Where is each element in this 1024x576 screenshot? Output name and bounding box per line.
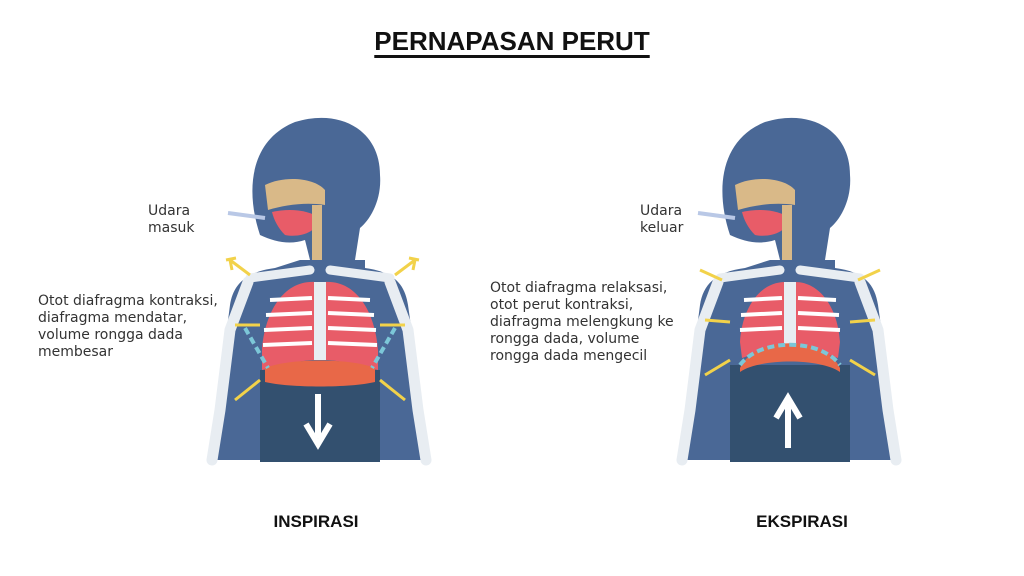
description-line: volume rongga dada <box>38 327 183 343</box>
air-in-arrow <box>227 211 266 220</box>
expiration-figure <box>660 110 920 470</box>
right-arm-bone <box>384 276 432 466</box>
mouth <box>742 210 790 236</box>
air-in-label-line: masuk <box>148 220 195 236</box>
down-arrow <box>303 394 333 450</box>
air-out-label-line: Udara <box>640 203 683 219</box>
description-line: membesar <box>38 344 114 360</box>
rib-cage <box>739 282 841 358</box>
diaphragm-muscle <box>243 327 397 369</box>
diaphragm-muscle <box>738 342 842 367</box>
mouth <box>272 210 320 236</box>
right-arm-bone <box>854 276 902 466</box>
description-line: diafragma mendatar, <box>38 310 188 326</box>
description-line: diafragma melengkung ke <box>490 314 674 330</box>
expiration-illustration <box>676 117 902 466</box>
clavicle <box>245 265 395 283</box>
sternum <box>784 282 796 352</box>
contraction-arrows <box>699 268 881 377</box>
inspiration-description: Otot diafragma kontraksi, diafragma mend… <box>38 293 218 361</box>
trachea <box>782 205 792 285</box>
diaphragm <box>265 360 375 387</box>
air-in-label-line: Udara <box>148 203 191 219</box>
nasal-cavity <box>265 178 325 210</box>
lung <box>325 281 378 370</box>
description-line: rongga dada mengecil <box>490 348 648 364</box>
description-line: Otot diafragma relaksasi, <box>490 280 668 296</box>
expansion-arrows <box>225 256 420 402</box>
description-line: rongga dada, volume <box>490 331 640 347</box>
expiration-caption: EKSPIRASI <box>756 512 848 531</box>
inspiration-caption: INSPIRASI <box>273 512 359 531</box>
expiration-description: Otot diafragma relaksasi, otot perut kon… <box>490 280 674 365</box>
description-line: otot perut kontraksi, <box>490 297 634 313</box>
air-out-label-line: keluar <box>640 220 684 236</box>
trachea <box>312 205 322 285</box>
rib-cage <box>262 281 378 370</box>
lung <box>795 282 840 358</box>
air-in-label: Udara masuk <box>148 203 195 237</box>
inspiration-figure <box>190 110 450 470</box>
diagram-title: PERNAPASAN PERUT <box>374 26 650 56</box>
left-arm-bone <box>676 276 724 466</box>
left-arm-bone <box>206 276 254 466</box>
air-out-label: Udara keluar <box>640 203 683 237</box>
lung <box>740 282 785 358</box>
air-out-arrow <box>697 211 736 220</box>
sternum <box>314 282 326 360</box>
inspiration-illustration <box>206 117 432 466</box>
description-line: Otot diafragma kontraksi, <box>38 293 218 309</box>
clavicle <box>715 265 865 283</box>
lung <box>262 281 315 370</box>
up-arrow <box>773 392 803 448</box>
nasal-cavity <box>735 178 795 210</box>
